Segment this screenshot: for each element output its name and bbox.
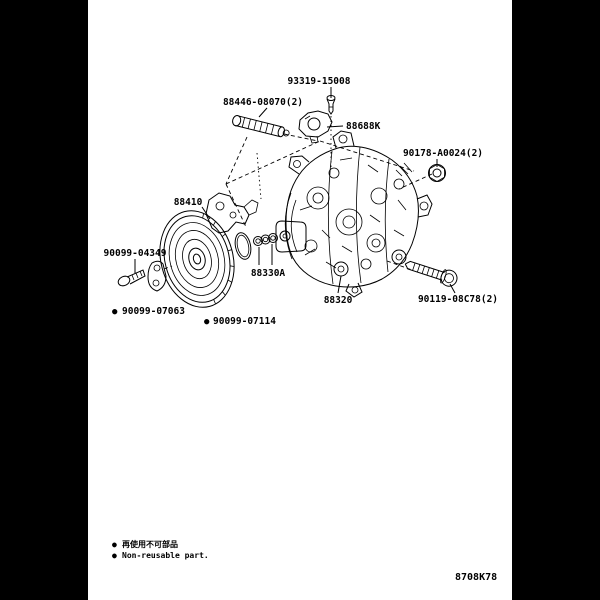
diagram-code: 8708K78 — [455, 572, 497, 583]
non-reusable-bullet-icon: ● — [204, 317, 210, 327]
assembly-dashed-lines — [163, 116, 433, 271]
part-label-90119-08c78[interactable]: 90119-08C78(2) — [418, 294, 498, 305]
left-black-band — [0, 0, 88, 600]
legend-bullet-icon: ● — [112, 540, 117, 549]
part-label-90099-07063-group[interactable]: ● 90099-07063 — [112, 306, 185, 317]
compressor-88320-drawing — [275, 130, 433, 298]
non-reusable-bullet-icon: ● — [112, 307, 118, 317]
legend-japanese-text: 再使用不可部品 — [122, 539, 178, 549]
part-label-88446-08070[interactable]: 88446-08070(2) — [223, 97, 303, 108]
part-label-90099-07114-group[interactable]: ● 90099-07114 — [204, 316, 276, 327]
part-label-90178-a0024[interactable]: 90178-A0024(2) — [403, 148, 483, 159]
stud-93319-drawing — [326, 95, 336, 115]
part-label-90099-07063[interactable]: 90099-07063 — [122, 306, 185, 317]
right-black-band — [512, 0, 600, 600]
clutch-pulley-88410-drawing — [159, 192, 259, 308]
part-label-88330a[interactable]: 88330A — [251, 268, 286, 279]
part-label-90099-07114[interactable]: 90099-07114 — [213, 316, 276, 327]
part-label-88688k[interactable]: 88688K — [346, 121, 381, 132]
legend-bullet-icon: ● — [112, 551, 117, 560]
bolt-90119-drawing — [404, 260, 458, 287]
part-label-90099-04349[interactable]: 90099-04349 — [104, 248, 167, 259]
part-label-88410[interactable]: 88410 — [174, 197, 203, 208]
legend-english-text: Non-reusable part. — [122, 551, 209, 560]
part-label-93319-15008[interactable]: 93319-15008 — [288, 76, 351, 87]
seal-rings-88330a-drawing — [234, 232, 278, 260]
leader-lines — [134, 87, 456, 294]
stud-bolt-88446-drawing — [232, 115, 290, 138]
nut-90178-drawing — [428, 164, 446, 182]
bolt-90099-04349-drawing — [117, 260, 167, 292]
non-reusable-legend: ● 再使用不可部品 ● Non-reusable part. — [112, 539, 209, 560]
part-label-88320[interactable]: 88320 — [324, 295, 353, 306]
